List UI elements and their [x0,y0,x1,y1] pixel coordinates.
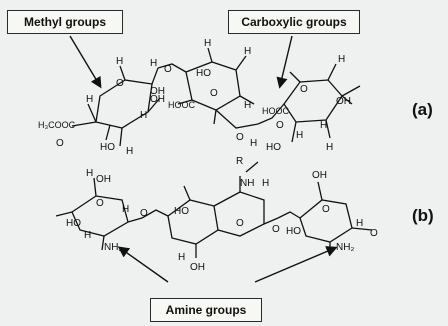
atom-nh2-right: NH₂ [336,242,354,253]
structure-a-labels: H₃COOC O O H H OH O H H HO H HO H H HOOC… [38,38,351,157]
structure-a [71,47,361,147]
atom-h-b2: H [84,230,91,241]
atom-oh-mid: OH [190,262,205,273]
atom-hooc-right: HOOC [262,106,290,116]
atom-o-b6: O [370,228,378,239]
atom-o-b5: O [322,204,330,215]
carboxylic-groups-callout: Carboxylic groups [228,10,360,34]
atom-o-a2: O [116,78,124,89]
atom-o-a7: O [300,84,308,95]
amine-groups-callout: Amine groups [150,298,262,322]
atom-ho-top: HO [196,68,211,79]
methyl-groups-callout: Methyl groups [7,10,123,34]
atom-ho-left: HO [66,218,81,229]
amine-arrow-left [117,246,169,283]
atom-h-a10: H [338,54,345,65]
atom-o-b2: O [140,208,148,219]
atom-oh-right: OH [336,96,351,107]
atom-h-b6: H [356,218,363,229]
atom-h-b5: H [262,178,269,189]
atom-h-b3: H [122,204,129,215]
atom-h-a7: H [244,46,251,57]
atom-h-a2: H [150,58,157,69]
atom-o-b1: O [96,198,104,209]
atom-oh-top2: OH [312,170,327,181]
atom-o-a3: O [164,64,172,75]
methyl-arrow [69,35,102,89]
atom-nh: NH [240,178,254,189]
atom-oh-a2: OH [150,86,165,97]
panel-label-b: (b) [412,206,434,225]
atom-o-a6: O [276,120,284,131]
atom-nh2-left: NH₂ [104,242,122,253]
atom-h-a1: H [116,56,123,67]
structure-b [55,161,373,258]
atom-h3cooc: H₃COOC [38,120,76,130]
atom-ho-right: HO [286,226,301,237]
atom-ho-mid: HO [174,206,189,217]
atom-h-b4: H [178,252,185,263]
panel-label-a: (a) [412,100,433,119]
atom-h-a11: H [320,120,327,131]
atom-h-a5: H [126,146,133,157]
atom-o-b3: O [236,218,244,229]
atom-ho-bot2: HO [266,142,281,153]
atom-ho-a1: HO [100,142,115,153]
atom-h-a13: H [326,142,333,153]
atom-o-a5: O [236,132,244,143]
atom-oh-top1: OH [96,174,111,185]
carboxylic-arrow [276,35,293,89]
amine-arrow-right [254,246,338,283]
callout-arrows [69,35,338,283]
atom-h-a12: H [296,130,303,141]
atom-h-a6: H [204,38,211,49]
atom-o-a1: O [56,138,64,149]
atom-oh-a1: OH [150,94,165,105]
atom-h-a3: H [86,94,93,105]
atom-h-a9: H [250,138,257,149]
atom-h-a8: H [244,100,251,111]
structure-b-labels: H OH HO O H NH₂ H O HO OH H R NH H O O O… [66,156,378,273]
atom-o-a4: O [210,88,218,99]
atom-h-a4: H [140,110,147,121]
atom-hooc-mid: HOOC [168,100,196,110]
atom-o-b4: O [272,224,280,235]
atom-h-b1: H [86,168,93,179]
atom-r: R [236,156,243,167]
